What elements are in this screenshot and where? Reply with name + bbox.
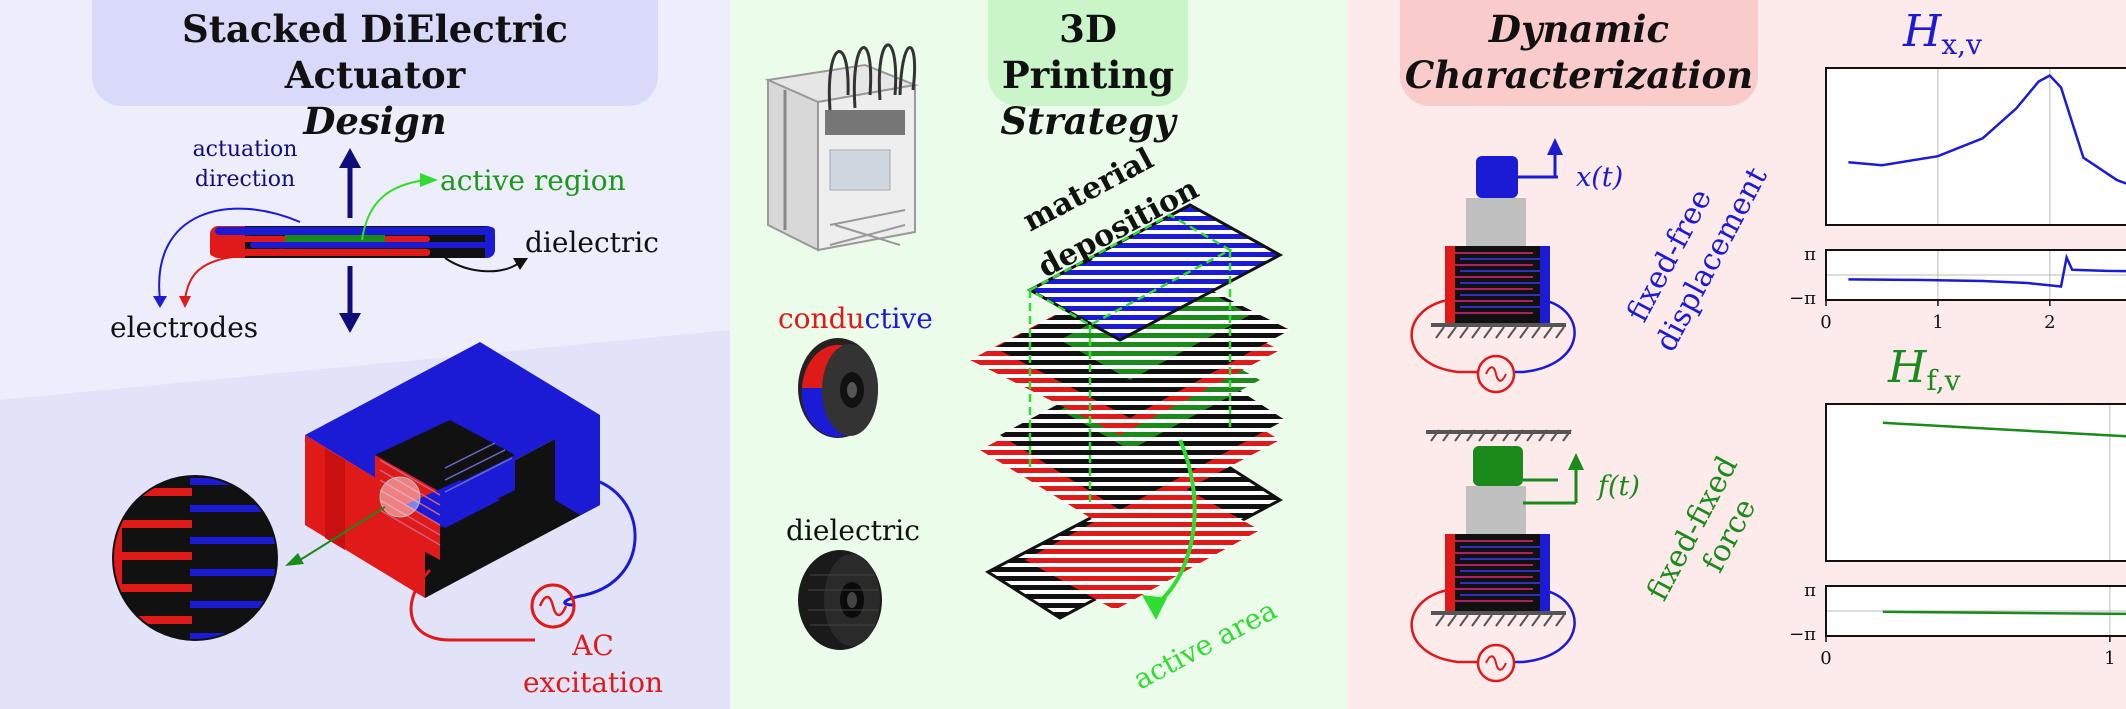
printing-illustration: conductive dielectric xyxy=(764,43,1290,696)
x-tick-label: 0 xyxy=(1820,312,1831,333)
ac-label-1: AC xyxy=(571,629,614,662)
dielectric-spool-label: dielectric xyxy=(786,514,920,547)
y-tick-label: −π xyxy=(1789,288,1816,309)
x-tick-label: 1 xyxy=(2104,648,2115,669)
plot-frame-2 xyxy=(1825,403,2126,562)
plot-area-0 xyxy=(1826,68,2126,225)
bode-charts: π−π012345f [kHz]π−π012f [kHz] xyxy=(1789,67,2126,669)
printing-title-line1: 3D Printing xyxy=(1001,7,1175,97)
dynamic-title-line2: Characterization xyxy=(1404,53,1754,97)
ac-source-icon-2 xyxy=(1476,643,1516,683)
f-label: f(t) xyxy=(1596,471,1640,502)
ac-source-icon-1 xyxy=(1476,354,1516,394)
fixed-free-schematic: x(t) xyxy=(1410,138,1623,394)
y-tick-label: π xyxy=(1804,244,1816,265)
y-tick-label: −π xyxy=(1789,624,1816,645)
layer-green-1 xyxy=(1060,275,1250,380)
fixed-fixed-schematic: f(t) xyxy=(1410,429,1640,683)
ac-source-icon xyxy=(530,583,576,629)
ac-wire-blue xyxy=(563,478,637,607)
plot-frame-0 xyxy=(1825,67,2126,226)
dynamic-header: Dynamic Characterization xyxy=(1400,0,1758,106)
actuation-label-1: actuation xyxy=(193,137,298,162)
dynamic-panel: Dynamic Characterization x(t) xyxy=(1348,0,2126,709)
x-tick-label: 2 xyxy=(2044,312,2055,333)
conductive-spool-icon xyxy=(798,338,878,438)
dielectric-spool-icon xyxy=(798,550,882,650)
dynamic-title-line1: Dynamic xyxy=(1488,7,1670,51)
design-title-line1: Stacked DiElectric Actuator xyxy=(182,7,568,97)
layer-blue-top xyxy=(1030,205,1280,340)
printing-header: 3D Printing Strategy xyxy=(988,0,1188,143)
dielectric-label: dielectric xyxy=(525,226,659,259)
chart-title-hfv: Hf,v xyxy=(1887,342,1961,397)
dynamic-illustration: x(t) f(t) fixed-free displacemen xyxy=(1410,6,2126,683)
stack-actuator-3d xyxy=(305,342,600,598)
y-tick-label: π xyxy=(1804,580,1816,601)
layer-bottom-red xyxy=(1025,480,1260,610)
actuation-label-2: direction xyxy=(195,167,295,192)
active-region-label: active region xyxy=(440,164,626,197)
conductive-label: conductive xyxy=(778,302,933,335)
x-tick-label: 0 xyxy=(1820,648,1831,669)
printer-icon xyxy=(764,43,919,252)
design-panel: Stacked DiElectric Actuator Design actua… xyxy=(0,0,730,709)
conductive-label-blue: ctive xyxy=(865,302,933,335)
dielectric-arrow xyxy=(444,257,521,273)
chart-title-hxv: Hx,v xyxy=(1902,6,1982,61)
conductive-label-red: condu xyxy=(778,302,865,335)
ac-wire-red xyxy=(409,568,535,642)
design-header: Stacked DiElectric Actuator Design xyxy=(92,0,658,143)
plot-frame-1 xyxy=(1825,249,2126,301)
plot-frame-3 xyxy=(1825,585,2126,637)
ac-label-2: excitation xyxy=(523,666,663,699)
zoom-arrow xyxy=(299,506,386,561)
small-actuator xyxy=(210,226,495,258)
design-illustration: actuation direction active region dielec… xyxy=(110,137,663,699)
electrode-arrow-red xyxy=(184,255,241,301)
x-label: x(t) xyxy=(1576,162,1623,193)
plot-area-2 xyxy=(1826,404,2126,561)
design-title-line2: Design xyxy=(303,99,447,143)
electrodes-label: electrodes xyxy=(110,311,258,344)
deposition-layers xyxy=(970,203,1290,620)
printing-title-line2: Strategy xyxy=(1000,99,1176,143)
active-area-arrow xyxy=(1153,439,1197,607)
printing-panel: 3D Printing Strategy conductive dielectr… xyxy=(730,0,1348,709)
x-tick-label: 1 xyxy=(1932,312,1943,333)
electrode-arrow-blue xyxy=(158,207,301,301)
zoom-detail xyxy=(113,476,277,640)
active-region-arrow xyxy=(361,179,426,241)
